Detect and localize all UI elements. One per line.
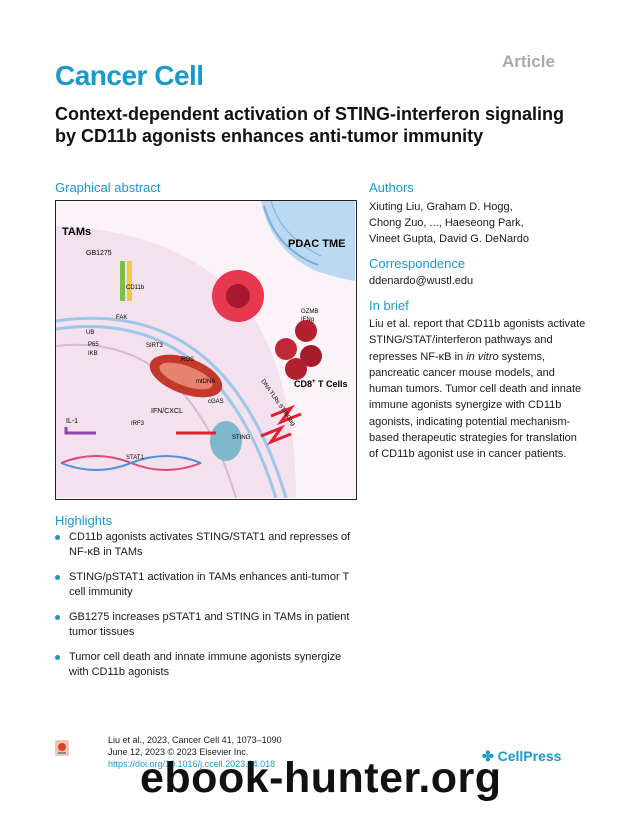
in-brief-italic: in vitro <box>466 350 499 363</box>
label-ikb: IKB <box>88 351 98 357</box>
label-cd11b: CD11b <box>126 285 145 291</box>
cellpress-icon: ✤ <box>482 748 494 764</box>
citation-line: Liu et al., 2023, Cancer Cell 41, 1073–1… <box>108 735 282 745</box>
check-for-updates-icon[interactable] <box>55 740 69 756</box>
bullet-icon <box>55 615 60 620</box>
cellpress-logo: ✤ CellPress <box>482 748 561 765</box>
highlight-item: GB1275 increases pSTAT1 and STING in TAM… <box>55 610 355 640</box>
graphical-abstract-svg: TAMs GB1275 CD11b PDAC TME FAK UB P65 IK… <box>56 201 355 499</box>
label-fak: FAK <box>116 315 127 321</box>
citation-line: June 12, 2023 © 2023 Elsevier Inc. <box>108 747 249 757</box>
author-line: Vineet Gupta, David G. DeNardo <box>369 233 529 245</box>
label-ifn: IFN/CXCL <box>151 408 183 415</box>
label-cd8-t-cells: CD8+ T Cells <box>294 379 348 389</box>
highlight-item: STING/pSTAT1 activation in TAMs enhances… <box>55 570 355 600</box>
label-sting: STING <box>232 435 251 441</box>
cellpress-label: CellPress <box>497 748 562 764</box>
in-brief-text: Liu et al. report that CD11b agonists ac… <box>369 316 589 463</box>
label-mtdna: mtDNA <box>196 379 215 385</box>
article-type-label: Article <box>502 52 555 71</box>
highlight-item: CD11b agonists activates STING/STAT1 and… <box>55 530 355 560</box>
tumor-epithelium <box>261 201 355 281</box>
label-il1: IL-1 <box>66 418 78 425</box>
label-pdac: PDAC TME <box>288 238 345 250</box>
label-sirt3: SIRT3 <box>146 343 164 349</box>
authors-heading: Authors <box>369 180 414 195</box>
label-irf3: IRF3 <box>131 421 145 427</box>
cd8-t-cells <box>275 320 322 380</box>
doi-link[interactable]: https://doi.org/10.1016/j.ccell.2023.04.… <box>108 759 276 769</box>
bullet-icon <box>55 535 60 540</box>
journal-title: Cancer Cell <box>55 60 204 91</box>
label-ros: ROS <box>181 357 194 363</box>
label-stat1: STAT1 <box>126 455 144 461</box>
highlight-item: Tumor cell death and innate immune agoni… <box>55 650 355 680</box>
dying-tumor-cell <box>212 270 264 322</box>
label-gb1275: GB1275 <box>86 250 112 257</box>
watermark-text: ebook-hunter.org <box>140 754 502 802</box>
highlights-heading: Highlights <box>55 513 113 528</box>
sting-protein <box>210 421 242 461</box>
in-brief-part: Liu et al. report that CD11b agonists ac… <box>369 318 586 363</box>
bullet-icon <box>55 655 60 660</box>
mitochondrion <box>149 354 223 398</box>
citation-block: Liu et al., 2023, Cancer Cell 41, 1073–1… <box>108 734 282 770</box>
label-cgas: cGAS <box>208 399 224 405</box>
correspondence-email[interactable]: ddenardo@wustl.edu <box>369 275 474 287</box>
in-brief-part: systems, pancreatic cancer mouse models,… <box>369 350 582 461</box>
graphical-abstract-heading: Graphical abstract <box>55 180 161 195</box>
authors-list: Xiuting Liu, Graham D. Hogg, Chong Zuo, … <box>369 199 589 247</box>
paper-title: Context-dependent activation of STING-in… <box>55 104 565 146</box>
label-gzmb: GZMB <box>301 309 318 315</box>
correspondence-heading: Correspondence <box>369 256 466 271</box>
bullet-icon <box>55 575 60 580</box>
cd11b-receptor <box>120 261 132 301</box>
label-tams: TAMs <box>62 226 91 238</box>
highlights-list: CD11b agonists activates STING/STAT1 and… <box>55 530 355 690</box>
label-ub: UB <box>86 330 94 336</box>
graphical-abstract-figure: TAMs GB1275 CD11b PDAC TME FAK UB P65 IK… <box>55 200 357 500</box>
dna-helix <box>60 455 202 471</box>
label-p65: P65 <box>88 342 99 348</box>
in-brief-heading: In brief <box>369 298 409 313</box>
label-ifng: IFNg <box>301 317 314 323</box>
author-line: Chong Zuo, ..., Haeseong Park, <box>369 217 524 229</box>
author-line: Xiuting Liu, Graham D. Hogg, <box>369 201 513 213</box>
